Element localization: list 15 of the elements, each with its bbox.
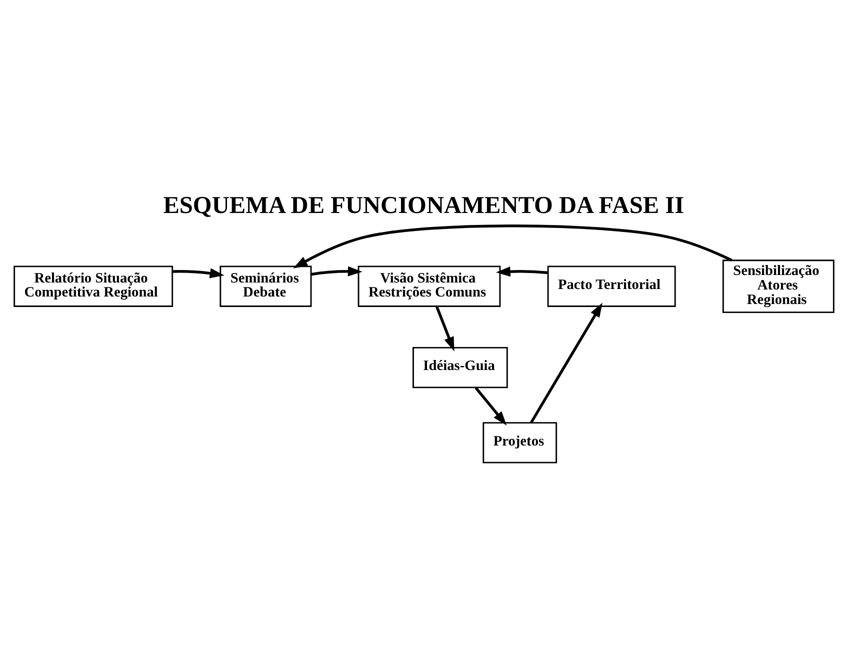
arrow (434, 306, 454, 351)
arrow (530, 302, 602, 423)
arrow (474, 386, 506, 426)
node-box: Projetos (482, 422, 557, 463)
node-box: Pacto Territorial (546, 265, 676, 306)
diagram-title: ESQUEMA DE FUNCIONAMENTO DA FASE II (162, 192, 684, 219)
arrow (172, 268, 224, 278)
node-box: Seminários Debate (219, 265, 312, 306)
arrow (292, 224, 732, 268)
arrow (310, 266, 362, 276)
arrow (495, 266, 548, 276)
node-box: Relatório Situação Competitiva Regional (13, 265, 173, 306)
node-box: Visão Sistêmica Restrições Comuns (357, 265, 500, 306)
node-box: Idéias-Guia (412, 346, 508, 388)
node-box: Sensibilização Atores Regionais (722, 259, 834, 313)
